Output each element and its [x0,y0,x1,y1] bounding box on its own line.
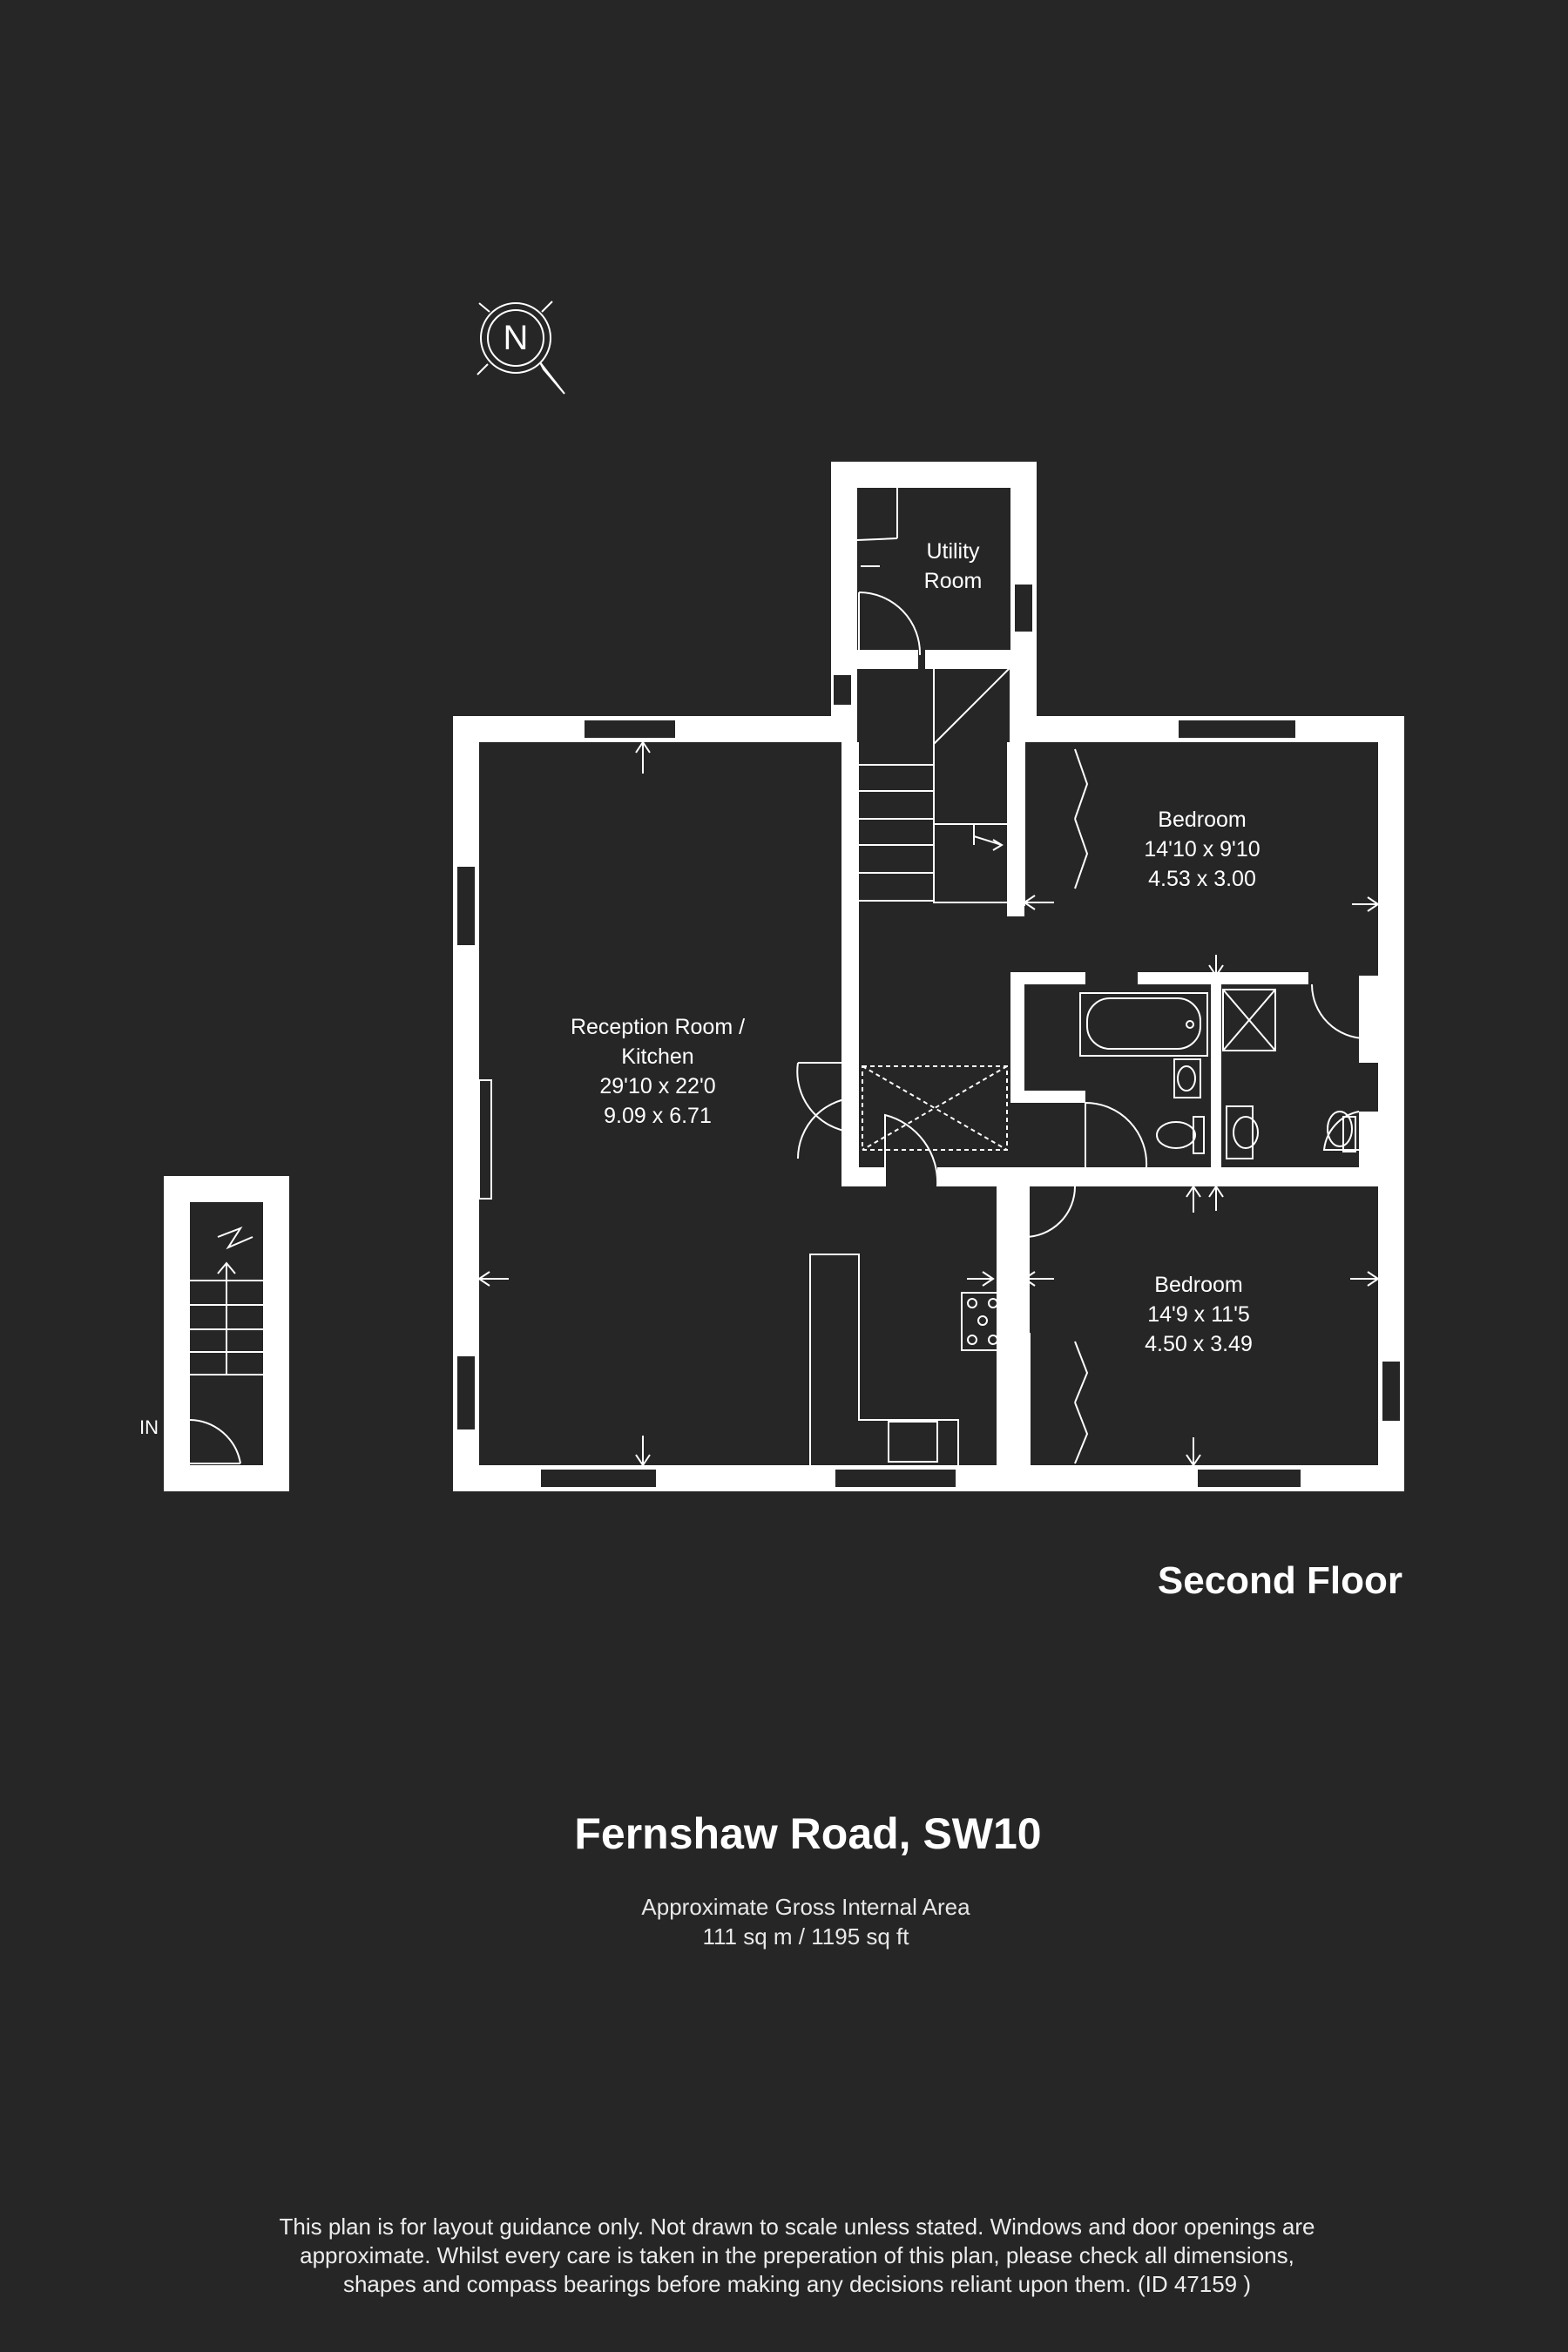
utility-line2: Room [923,569,983,593]
reception-line1: Reception Room / [570,1015,746,1039]
disclaimer-line: approximate. Whilst every care is taken … [300,2242,1294,2268]
area-heading: Approximate Gross Internal Area [641,1894,970,1920]
doors [189,488,1367,1464]
staircase-main [859,666,1011,903]
compass-letter: N [503,319,529,357]
room-label-reception-kitchen: Reception Room / Kitchen 29'10 x 22'0 9.… [523,1012,793,1131]
staircase-entrance [190,1226,263,1375]
floor-label: Second Floor [1157,1559,1402,1602]
entrance-label: IN [139,1416,159,1438]
room-label-bedroom-2: Bedroom 14'9 x 11'5 4.50 x 3.49 [1094,1270,1303,1359]
bedroom1-name: Bedroom [1158,808,1247,832]
windows [456,583,1402,1489]
dimension-arrows [166,740,1380,1467]
area-summary: Approximate Gross Internal Area 111 sq m… [0,1892,1568,1951]
fixtures [478,740,1356,1465]
disclaimer: This plan is for layout guidance only. N… [0,2213,1568,2299]
bedroom2-name: Bedroom [1154,1273,1243,1297]
reception-metric: 9.09 x 6.71 [604,1104,712,1128]
room-label-utility: Utility Room [897,537,1009,596]
bedroom1-metric: 4.53 x 3.00 [1148,867,1256,891]
compass-icon [476,301,565,395]
bedroom1-imperial: 14'10 x 9'10 [1144,837,1260,862]
reception-imperial: 29'10 x 22'0 [599,1074,716,1098]
bedroom2-imperial: 14'9 x 11'5 [1147,1302,1250,1327]
utility-line1: Utility [926,539,980,564]
disclaimer-line: This plan is for layout guidance only. N… [279,2213,1315,2240]
reception-line2: Kitchen [621,1044,694,1069]
area-value: 111 sq m / 1195 sq ft [702,1923,909,1950]
property-title: Fernshaw Road, SW10 [574,1809,1042,1858]
disclaimer-line: shapes and compass bearings before makin… [342,2271,1252,2297]
room-label-bedroom-1: Bedroom 14'10 x 9'10 4.53 x 3.00 [1098,805,1307,894]
bedroom2-metric: 4.50 x 3.49 [1145,1332,1253,1356]
